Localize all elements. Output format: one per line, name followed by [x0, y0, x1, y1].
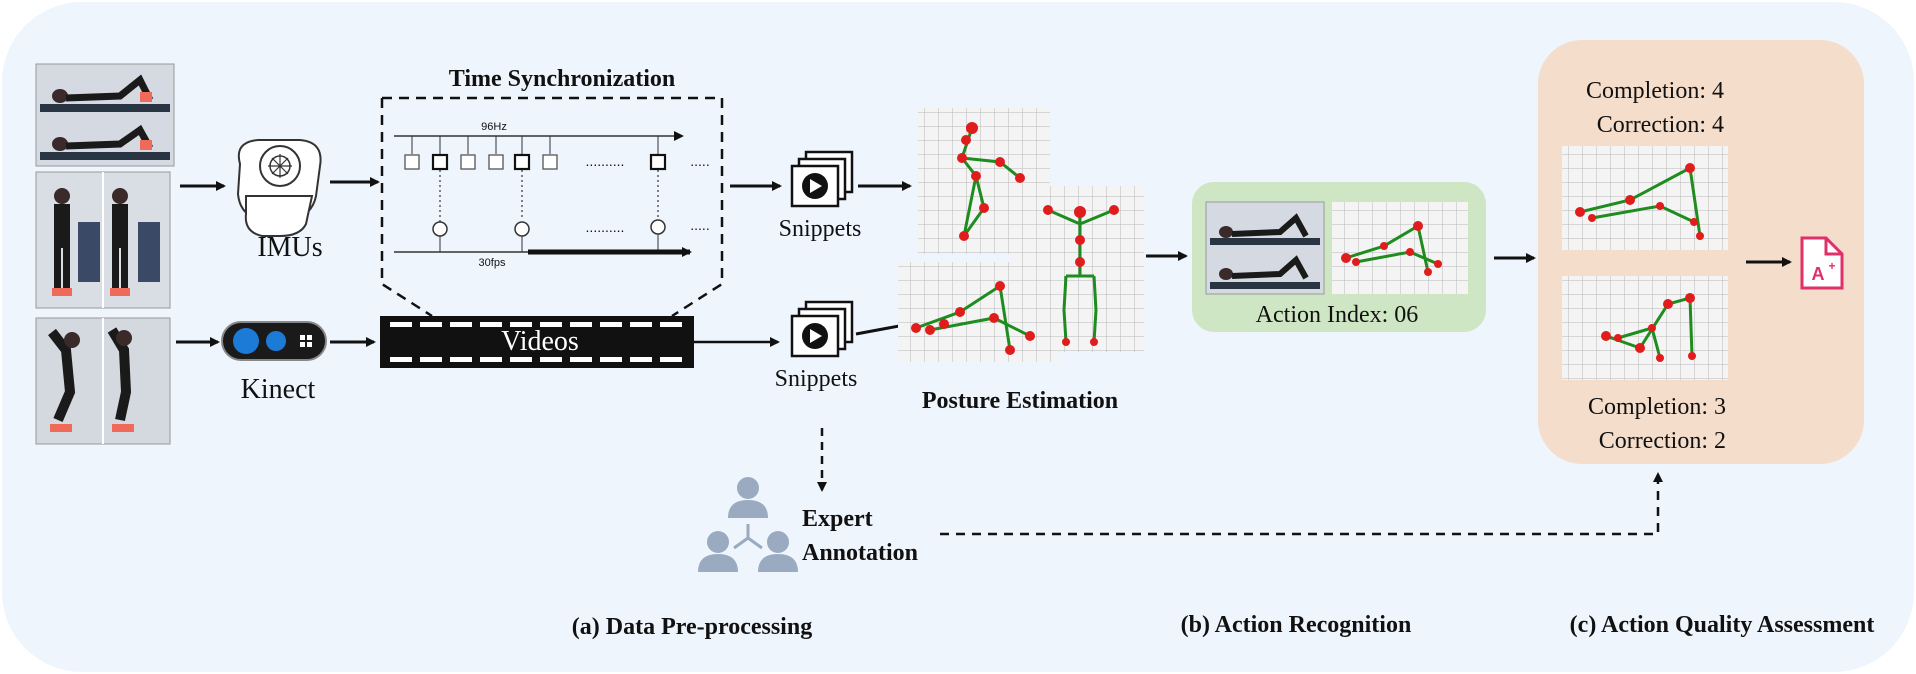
action-index-label: Action Index: 06 [1256, 302, 1419, 328]
svg-text:..........: .......... [586, 219, 625, 235]
snippets-bottom-icon [790, 300, 854, 358]
section-a-caption: (a) Data Pre-processing [572, 614, 812, 640]
expert-group-icon [698, 477, 798, 572]
quality-skeleton-bottom [1562, 276, 1728, 380]
sync-rate-top: 96Hz [481, 121, 507, 133]
recognition-photo [1205, 201, 1325, 295]
section-c-caption: (c) Action Quality Assessment [1570, 612, 1875, 638]
posture-label: Posture Estimation [922, 388, 1118, 414]
svg-text:A: A [1812, 264, 1825, 284]
top-completion: Completion: 4 [1586, 78, 1724, 104]
section-b-caption: (b) Action Recognition [1181, 612, 1412, 638]
top-correction: Correction: 4 [1597, 112, 1724, 138]
kinect-device-icon [221, 321, 327, 361]
imu-label: IMUs [257, 232, 322, 263]
svg-text:.....: ..... [690, 217, 709, 233]
expert-label-line1: Expert [802, 506, 873, 532]
quality-skeleton-top [1562, 146, 1728, 250]
time-sync-box: 96Hz .......... ..... [380, 96, 724, 318]
posture-grid-3 [898, 262, 1058, 362]
photo-lying [35, 63, 175, 167]
posture-grid-1 [918, 108, 1050, 254]
videos-label: Videos [501, 326, 579, 357]
videos-filmstrip [380, 316, 694, 368]
svg-text:..........: .......... [586, 153, 625, 169]
svg-text:+: + [1828, 259, 1835, 273]
snippets-top-label: Snippets [779, 216, 862, 242]
photo-standing [35, 171, 171, 309]
recognition-skeleton [1332, 202, 1468, 294]
arrow-expert-to-quality [940, 472, 1663, 536]
kinect-label: Kinect [241, 374, 316, 405]
imu-device-icon [236, 139, 322, 237]
svg-text:.....: ..... [690, 153, 709, 169]
bottom-correction: Correction: 2 [1599, 428, 1726, 454]
time-sync-title: Time Synchronization [449, 66, 675, 92]
sync-rate-bottom: 30fps [479, 257, 506, 269]
bottom-completion: Completion: 3 [1588, 394, 1726, 420]
photo-squat [35, 317, 171, 445]
grade-a-plus-document-icon: A + [1800, 236, 1844, 290]
snippets-bottom-label: Snippets [775, 366, 858, 392]
snippets-top-icon [790, 150, 854, 208]
expert-label-line2: Annotation [802, 540, 918, 566]
